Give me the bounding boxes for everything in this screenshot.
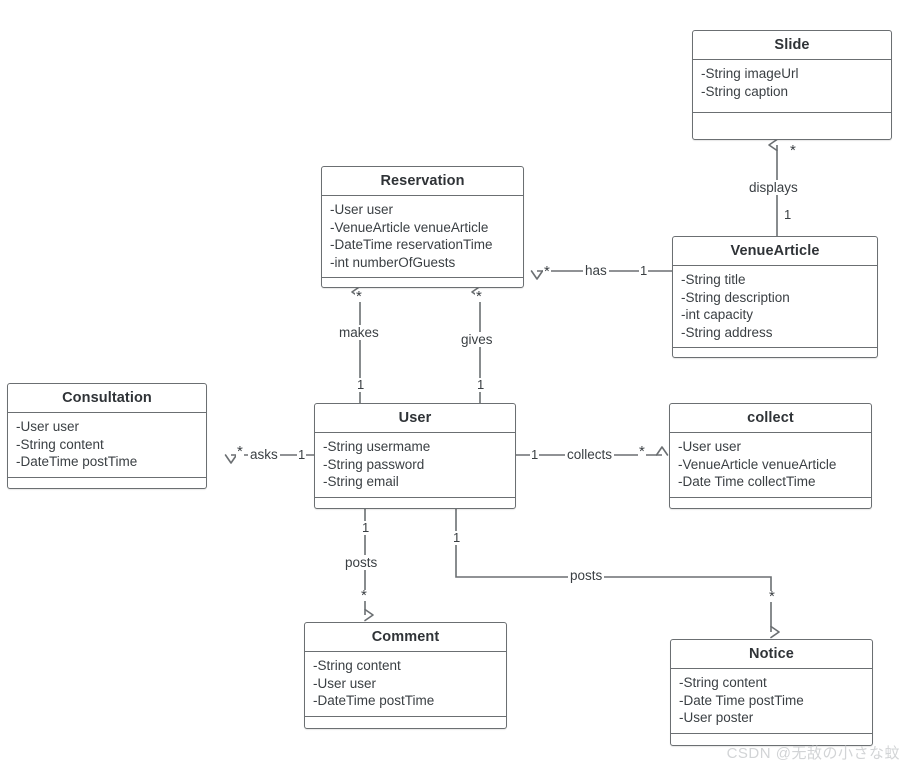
attribute-row: -User user	[330, 202, 394, 217]
attribute-row: -String imageUrl	[701, 66, 799, 81]
class-operations-slide	[693, 113, 891, 139]
attribute-row: -String content	[16, 436, 104, 452]
attribute-row: -int capacity	[681, 307, 754, 322]
class-attributes-user: -String usermame -String password -Strin…	[315, 433, 515, 498]
class-name-collect: collect	[670, 404, 871, 433]
watermark-text: CSDN @无敌の小さな蚊	[726, 745, 900, 762]
attribute-row: -String description	[681, 289, 790, 305]
class-operations-venuearticle	[673, 348, 877, 374]
class-operations-comment	[305, 717, 506, 743]
attribute-row: -DateTime postTime	[16, 454, 138, 469]
attribute-row: -Date Time collectTime	[678, 474, 816, 489]
edge-label-displays: displays	[747, 180, 800, 195]
edge-multiplicity-has-source: 1	[639, 263, 649, 278]
edge-multiplicity-has-target: *	[543, 263, 551, 280]
attribute-row: -DateTime postTime	[313, 693, 435, 708]
attribute-row: -String address	[681, 324, 773, 340]
class-attributes-reservation: -User user -VenueArticle venueArticle -D…	[322, 196, 523, 278]
attribute-row: -String content	[679, 675, 767, 690]
edge-multiplicity-gives-source: 1	[476, 377, 486, 392]
attribute-row: -Date Time postTime	[679, 692, 804, 708]
class-box-slide[interactable]: Slide -String imageUrl -String caption	[692, 30, 892, 140]
class-name-slide: Slide	[693, 31, 891, 60]
edge-label-makes: makes	[337, 325, 381, 340]
class-attributes-collect: -User user -VenueArticle venueArticle -D…	[670, 433, 871, 498]
class-operations-user	[315, 498, 515, 524]
edge-multiplicity-posts-comment-source: 1	[361, 520, 371, 535]
edge-label-gives: gives	[459, 332, 495, 347]
attribute-row: -VenueArticle venueArticle	[330, 219, 489, 235]
edge-multiplicity-collects-target: *	[638, 443, 646, 460]
class-box-consultation[interactable]: Consultation -User user -String content …	[7, 383, 207, 489]
attribute-row: -DateTime reservationTime	[330, 237, 493, 252]
class-name-consultation: Consultation	[8, 384, 206, 413]
edge-multiplicity-displays-target: *	[789, 142, 797, 159]
attribute-row: -User user	[16, 419, 80, 434]
edge-multiplicity-collects-source: 1	[530, 447, 540, 462]
class-name-reservation: Reservation	[322, 167, 523, 196]
class-box-collect[interactable]: collect -User user -VenueArticle venueAr…	[669, 403, 872, 509]
class-name-user: User	[315, 404, 515, 433]
class-operations-collect	[670, 498, 871, 524]
attribute-row: -String caption	[701, 83, 789, 99]
edge-multiplicity-asks-source: 1	[297, 447, 307, 462]
edge-label-asks: asks	[248, 447, 280, 462]
class-box-user[interactable]: User -String usermame -String password -…	[314, 403, 516, 509]
edge-label-has: has	[583, 263, 609, 278]
edge-multiplicity-posts-notice-source: 1	[452, 530, 462, 545]
class-operations-reservation	[322, 278, 523, 304]
class-operations-consultation	[8, 478, 206, 504]
attribute-row: -User poster	[679, 710, 754, 725]
edge-multiplicity-posts-comment-target: *	[360, 587, 368, 604]
class-name-venuearticle: VenueArticle	[673, 237, 877, 266]
class-box-notice[interactable]: Notice -String content -Date Time postTi…	[670, 639, 873, 746]
edge-multiplicity-displays-source: 1	[783, 207, 793, 222]
class-name-notice: Notice	[671, 640, 872, 669]
attribute-row: -User user	[678, 439, 742, 454]
class-attributes-comment: -String content -User user -DateTime pos…	[305, 652, 506, 717]
edge-multiplicity-gives-target: *	[475, 288, 483, 305]
attribute-row: -User user	[313, 675, 377, 691]
class-attributes-consultation: -User user -String content -DateTime pos…	[8, 413, 206, 478]
edge-label-posts-comment: posts	[343, 555, 380, 570]
edge-label-collects: collects	[565, 447, 615, 462]
attribute-row: -VenueArticle venueArticle	[678, 456, 837, 472]
class-attributes-venuearticle: -String title -String description -int c…	[673, 266, 877, 348]
attribute-row: -String usermame	[323, 439, 431, 454]
edge-multiplicity-posts-notice-target: *	[768, 588, 776, 605]
attribute-row: -String email	[323, 474, 399, 489]
attribute-row: -String title	[681, 272, 746, 287]
edge-multiplicity-asks-target: *	[236, 443, 244, 460]
class-box-reservation[interactable]: Reservation -User user -VenueArticle ven…	[321, 166, 524, 288]
class-attributes-slide: -String imageUrl -String caption	[693, 60, 891, 113]
edge-label-posts-notice: posts	[568, 568, 605, 583]
edge-multiplicity-makes-source: 1	[356, 377, 366, 392]
edge-multiplicity-makes-target: *	[355, 288, 363, 305]
class-attributes-notice: -String content -Date Time postTime -Use…	[671, 669, 872, 734]
class-name-comment: Comment	[305, 623, 506, 652]
class-box-venuearticle[interactable]: VenueArticle -String title -String descr…	[672, 236, 878, 358]
class-box-comment[interactable]: Comment -String content -User user -Date…	[304, 622, 507, 729]
edge-posts-notice	[455, 509, 780, 639]
attribute-row: -int numberOfGuests	[330, 254, 456, 270]
attribute-row: -String password	[323, 456, 425, 472]
attribute-row: -String content	[313, 658, 401, 673]
